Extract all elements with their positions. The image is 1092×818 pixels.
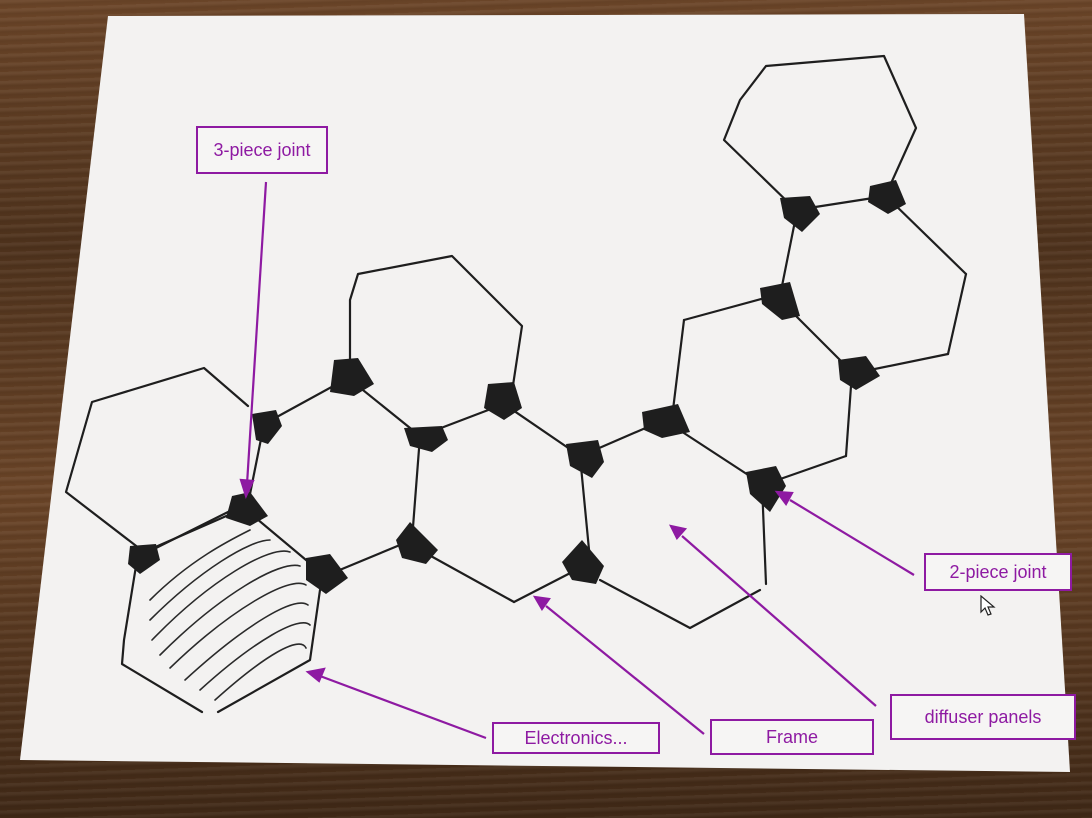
hexagon-edge (410, 434, 422, 542)
joint-marker (330, 358, 374, 396)
hexagon-edge (670, 318, 686, 420)
electronics-scribble-shading (149, 529, 311, 701)
hexagon-edge (682, 294, 774, 322)
hexagon-edge (888, 198, 968, 276)
joint-marker (746, 466, 786, 512)
arrowhead (668, 524, 688, 540)
joint-marker (404, 426, 448, 452)
label-3-piece-joint: 3-piece joint (196, 126, 328, 174)
mouse-cursor-icon (980, 595, 996, 616)
joint-marker (226, 492, 268, 526)
arrowhead (774, 490, 794, 507)
hexagon-outline (120, 564, 204, 714)
arrowhead (305, 667, 326, 683)
arrow-electronics (319, 674, 487, 740)
joint-marker (252, 410, 282, 444)
joint-marker (642, 404, 690, 438)
arrowhead (532, 595, 551, 612)
hexagon-outline (722, 54, 918, 210)
joint-marker (562, 540, 604, 584)
arrow-diffuser-panels (681, 535, 877, 707)
hexagon-edge (146, 508, 234, 554)
joint-marker (780, 196, 820, 232)
hexagon-edge (418, 548, 516, 604)
joint-marker (484, 382, 522, 420)
label-text: Electronics... (524, 728, 628, 748)
annotation-arrows (239, 181, 915, 740)
label-text: 3-piece joint (213, 140, 311, 160)
arrow-frame (545, 605, 705, 735)
joint-marker (396, 522, 438, 564)
arrow-3-piece-joint (245, 181, 268, 485)
label-2-piece-joint: 2-piece joint (924, 553, 1072, 591)
hexagon-outline (216, 588, 322, 714)
hexagon-outline (348, 254, 524, 394)
label-diffuser-panels: diffuser panels (890, 694, 1076, 740)
label-text: 2-piece joint (949, 562, 1047, 582)
hexagon-outline (598, 578, 762, 630)
joint-marker (868, 180, 906, 214)
label-frame: Frame (710, 719, 874, 755)
arrow-2-piece-joint (789, 499, 915, 576)
paper-sheet (20, 14, 1070, 772)
joint-marker (306, 554, 348, 594)
joint-marker (838, 356, 880, 390)
hexagon-edge (578, 454, 592, 562)
label-text: Frame (765, 727, 818, 747)
label-text: diffuser panels (924, 707, 1042, 727)
joint-marker (760, 282, 800, 320)
hexagon-edge (946, 272, 968, 356)
joint-marker (128, 544, 160, 574)
joints (128, 180, 906, 594)
hexagon-edge (778, 214, 798, 298)
label-electronics: Electronics... (492, 722, 660, 754)
joint-marker (566, 440, 604, 478)
arrowhead (239, 478, 255, 500)
